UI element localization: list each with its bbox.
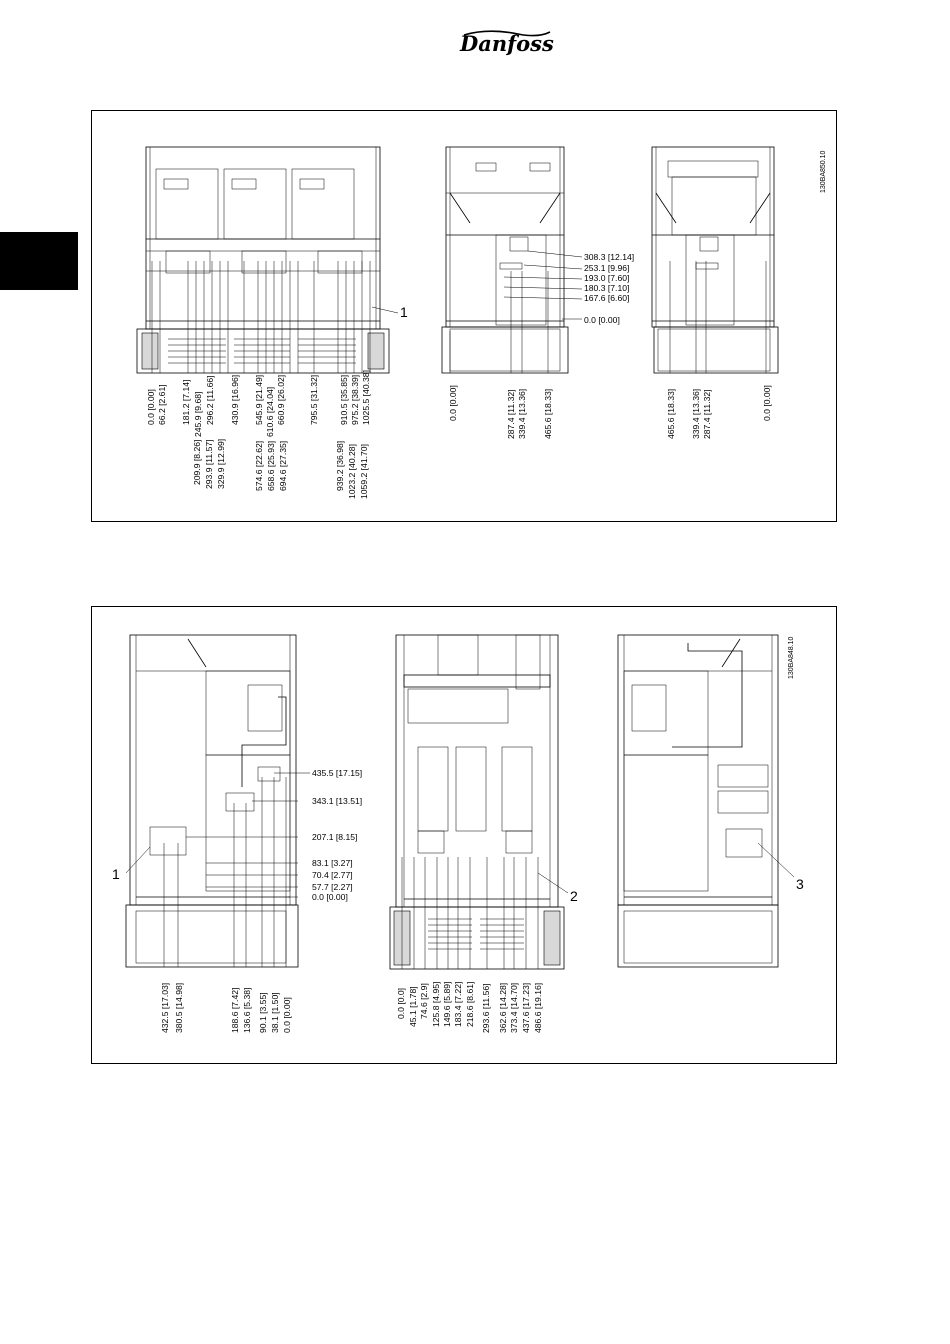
- left-view-cabinet: [125, 634, 299, 968]
- dim-label: 465.6 [18.33]: [666, 389, 676, 439]
- dim-label: 0.0 [0.0]: [396, 988, 406, 1019]
- figure2-callout-2: 2: [570, 888, 578, 904]
- dim-label: 329.9 [12.99]: [216, 439, 226, 489]
- dim-label: 1023.2 [40.28]: [347, 444, 357, 499]
- dim-label: 658.6 [25.93]: [266, 441, 276, 491]
- dim-label: 0.0 [0.00]: [584, 315, 620, 325]
- side-dimension-lines: [449, 250, 583, 373]
- dim-label: 90.1 [3.55]: [258, 992, 268, 1033]
- front-dimension-lines: [151, 261, 371, 373]
- dim-label: 465.6 [18.33]: [543, 389, 553, 439]
- dim-label: 308.3 [12.14]: [584, 252, 634, 262]
- figure2-drawing: 1 435.5 [17.15] 343.1 [13.51] 207.1 [8.1…: [112, 634, 804, 1033]
- dim-label: 1059.2 [41.70]: [359, 444, 369, 499]
- side-view-cabinet: [441, 146, 569, 374]
- dim-label: 66.2 [2.61]: [157, 384, 167, 425]
- section-tab-marker: [0, 232, 78, 290]
- left-dimension-lines: [125, 772, 310, 967]
- dim-label: 0.0 [0.00]: [282, 997, 292, 1033]
- front-bottom-dimension-labels: 0.0 [0.00] 66.2 [2.61] 181.2 [7.14] 245.…: [146, 370, 371, 437]
- dim-label: 207.1 [8.15]: [312, 832, 357, 842]
- dim-label: 0.0 [0.00]: [146, 389, 156, 425]
- dim-label: 167.6 [6.60]: [584, 293, 629, 303]
- dim-label: 975.2 [38.39]: [350, 375, 360, 425]
- dim-label: 343.1 [13.51]: [312, 796, 362, 806]
- dim-label: 287.4 [11.32]: [702, 389, 712, 439]
- figure2-callout-1: 1: [112, 866, 120, 882]
- dim-label: 430.9 [16.96]: [230, 375, 240, 425]
- rear-bottom-dimension-labels: 465.6 [18.33] 339.4 [13.36] 287.4 [11.32…: [666, 385, 772, 439]
- dim-label: 0.0 [0.00]: [762, 385, 772, 421]
- dim-label: 574.6 [22.62]: [254, 441, 264, 491]
- figure-terminal-locations-bottom: 1 435.5 [17.15] 343.1 [13.51] 207.1 [8.1…: [91, 606, 837, 1064]
- right-view-cabinet: [617, 634, 779, 968]
- danfoss-logo: Danfoss: [458, 26, 558, 62]
- dim-label: 610.6 [24.04]: [265, 387, 275, 437]
- left-bottom-dimension-labels: 432.5 [17.03] 380.5 [14.98] 188.6 [7.42]…: [160, 983, 292, 1033]
- dim-label: 694.6 [27.35]: [278, 441, 288, 491]
- dim-label: 437.6 [17.23]: [521, 983, 531, 1033]
- dim-label: 181.2 [7.14]: [181, 380, 191, 425]
- dim-label: 939.2 [36.98]: [335, 441, 345, 491]
- front-lower-dimension-labels: 209.9 [8.26] 293.9 [11.57] 329.9 [12.99]…: [192, 439, 369, 499]
- dim-label: 193.0 [7.60]: [584, 273, 629, 283]
- rear-view-cabinet: [651, 146, 779, 374]
- dim-label: 218.6 [8.61]: [465, 982, 475, 1027]
- side-right-dimension-labels: 308.3 [12.14] 253.1 [9.96] 193.0 [7.60] …: [584, 252, 634, 325]
- dim-label: 545.9 [21.49]: [254, 375, 264, 425]
- dim-label: 136.6 [5.38]: [242, 988, 252, 1033]
- side-bottom-dimension-labels: 0.0 [0.00] 287.4 [11.32] 339.4 [13.36] 4…: [448, 385, 553, 439]
- dim-label: 57.7 [2.27]: [312, 882, 353, 892]
- dim-label: 209.9 [8.26]: [192, 440, 202, 485]
- figure2-code: 130BA848.10: [788, 636, 795, 679]
- dim-label: 188.6 [7.42]: [230, 988, 240, 1033]
- dim-label: 0.0 [0.00]: [448, 385, 458, 421]
- dim-label: 435.5 [17.15]: [312, 768, 362, 778]
- dim-label: 287.4 [11.32]: [506, 389, 516, 439]
- dim-label: 339.4 [13.36]: [517, 389, 527, 439]
- dim-label: 125.8 [4.95]: [431, 982, 441, 1027]
- left-right-dimension-labels: 435.5 [17.15] 343.1 [13.51] 207.1 [8.15]…: [312, 768, 362, 902]
- dim-label: 83.1 [3.27]: [312, 858, 353, 868]
- middle-bottom-dimension-labels: 0.0 [0.0] 45.1 [1.78] 74.6 [2.9] 125.8 […: [396, 982, 543, 1033]
- dim-label: 245.9 [9.68]: [193, 392, 203, 437]
- dim-label: 795.5 [31.32]: [309, 375, 319, 425]
- dim-label: 38.1 [1.50]: [270, 992, 280, 1033]
- dim-label: 74.6 [2.9]: [419, 983, 429, 1019]
- dim-label: 1025.5 [40.38]: [361, 370, 371, 425]
- figure-terminal-locations-top: 1 0.0 [0.00] 66.2 [2.61] 181.2 [7.14] 24…: [91, 110, 837, 522]
- dim-label: 339.4 [13.36]: [691, 389, 701, 439]
- dim-label: 70.4 [2.77]: [312, 870, 353, 880]
- dim-label: 660.9 [26.02]: [276, 375, 286, 425]
- dim-label: 45.1 [1.78]: [408, 986, 418, 1027]
- figure1-code: 130BA850.10: [820, 150, 827, 193]
- dim-label: 149.6 [5.89]: [442, 982, 452, 1027]
- dim-label: 362.6 [14.28]: [498, 983, 508, 1033]
- dim-label: 380.5 [14.98]: [174, 983, 184, 1033]
- dim-label: 0.0 [0.00]: [312, 892, 348, 902]
- dim-label: 486.6 [19.16]: [533, 983, 543, 1033]
- dim-label: 183.4 [7.22]: [453, 982, 463, 1027]
- rear-dimension-lines: [669, 261, 767, 373]
- dim-label: 373.4 [14.70]: [509, 983, 519, 1033]
- dim-label: 910.5 [35.85]: [339, 375, 349, 425]
- dim-label: 432.5 [17.03]: [160, 983, 170, 1033]
- figure2-callout-3: 3: [796, 876, 804, 892]
- middle-dimension-lines: [401, 857, 569, 969]
- figure1-callout-1: 1: [400, 304, 408, 320]
- dim-label: 253.1 [9.96]: [584, 263, 629, 273]
- dim-label: 293.9 [11.57]: [204, 439, 214, 489]
- dim-label: 293.6 [11.56]: [481, 983, 491, 1033]
- dim-label: 180.3 [7.10]: [584, 283, 629, 293]
- dim-label: 296.2 [11.66]: [205, 375, 215, 425]
- front-view-cabinet: [136, 146, 399, 374]
- figure1-drawing: 1 0.0 [0.00] 66.2 [2.61] 181.2 [7.14] 24…: [136, 146, 827, 499]
